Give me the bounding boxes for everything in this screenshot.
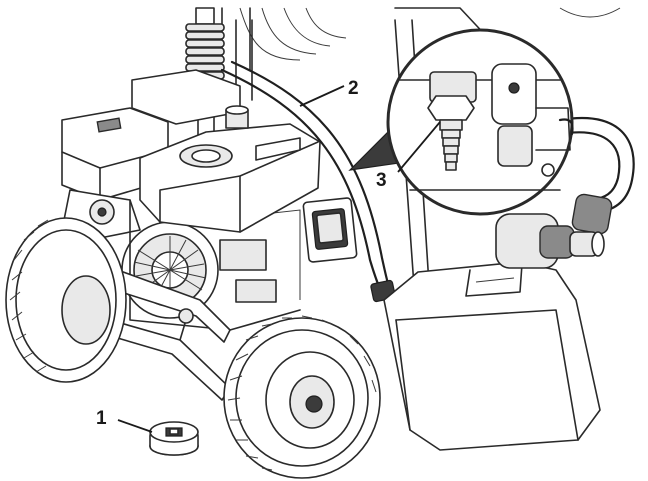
- callout-3-label: 3: [376, 170, 387, 191]
- fuel-cap: [149, 421, 199, 456]
- left-wheel: [5, 217, 127, 383]
- switch-panel: [302, 197, 358, 263]
- right-wheel: [223, 315, 381, 479]
- detergent-tank: [383, 261, 601, 451]
- pump-outlet-fittings: [495, 117, 635, 269]
- callout-3: 3: [376, 121, 441, 191]
- magnified-detail-inset: [348, 28, 574, 216]
- fuel-tank: [139, 105, 321, 233]
- callout-1-label: 1: [96, 408, 107, 429]
- callout-2: 2: [299, 78, 359, 107]
- callout-2-label: 2: [348, 78, 359, 99]
- callout-1: 1: [96, 408, 153, 433]
